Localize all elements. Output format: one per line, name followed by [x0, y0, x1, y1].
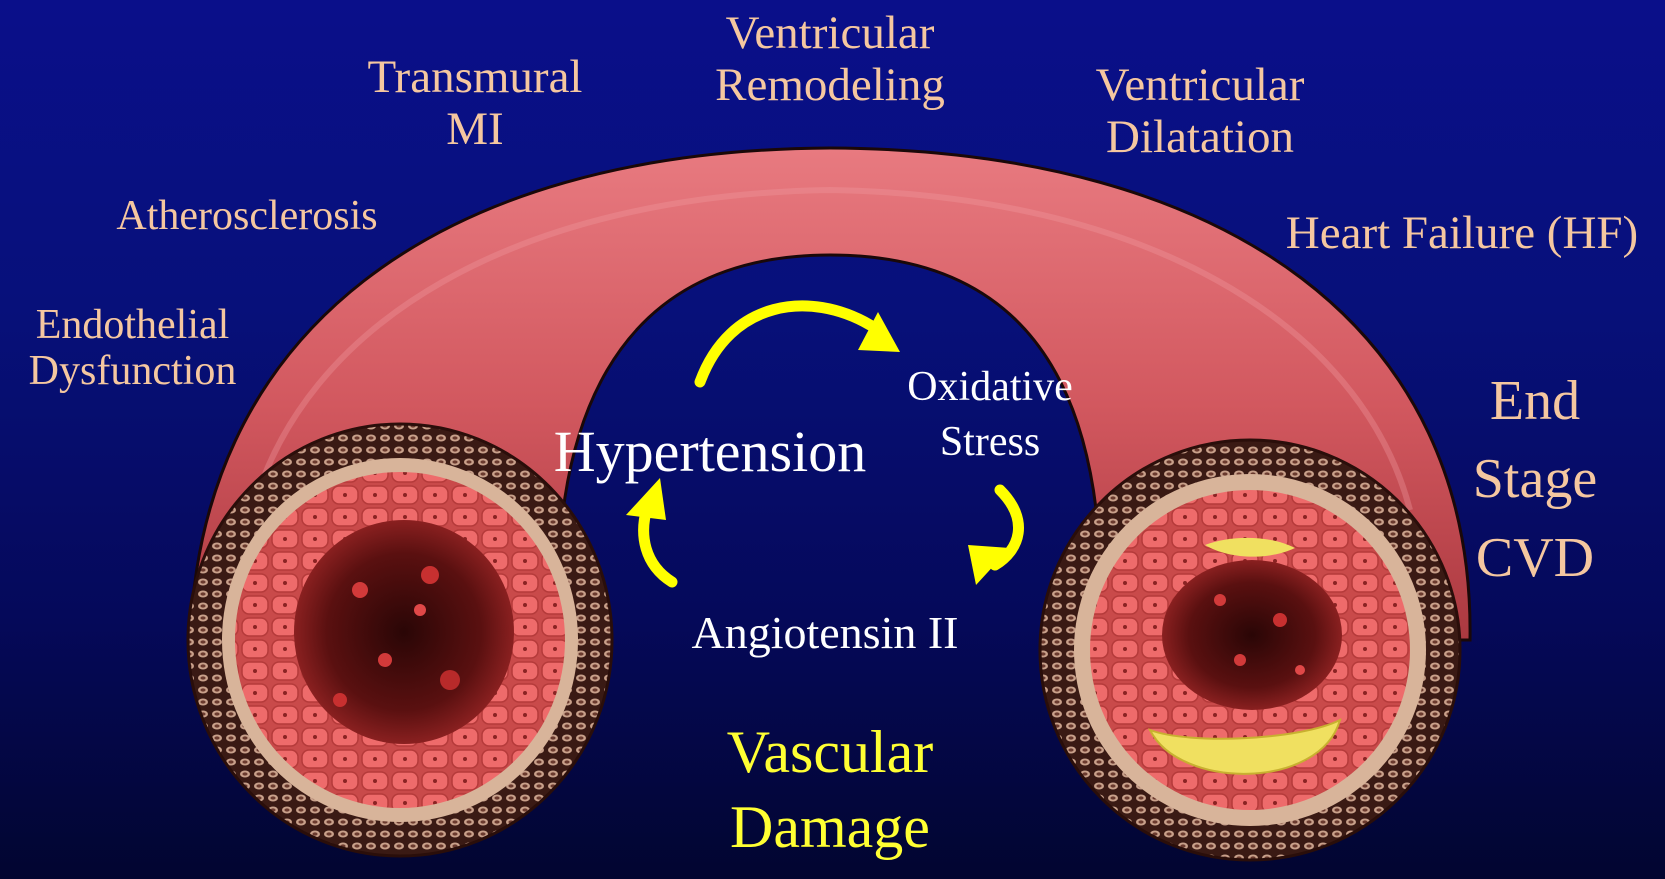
- oxidative-line-2: Stress: [880, 415, 1100, 470]
- label-heart-failure: Heart Failure (HF): [1262, 208, 1662, 260]
- right-vessel-cross-section: [1040, 440, 1460, 860]
- end-stage-line-1: End: [1450, 362, 1620, 440]
- oxidative-line-1: Oxidative: [880, 360, 1100, 415]
- endothelial-line-1: Endothelial: [10, 302, 255, 348]
- title-line-1: Vascular: [680, 715, 980, 790]
- dilatation-line-1: Ventricular: [1070, 60, 1330, 112]
- title-vascular-damage: Vascular Damage: [680, 715, 980, 865]
- label-hypertension: Hypertension: [535, 420, 885, 484]
- title-line-2: Damage: [680, 790, 980, 865]
- transmural-line-1: Transmural: [350, 52, 600, 104]
- label-endothelial-dysfunction: Endothelial Dysfunction: [10, 302, 255, 394]
- label-oxidative-stress: Oxidative Stress: [880, 360, 1100, 469]
- arrowhead-hypertension: [626, 478, 666, 520]
- transmural-line-2: MI: [350, 104, 600, 156]
- label-transmural-mi: Transmural MI: [350, 52, 600, 155]
- label-atherosclerosis: Atherosclerosis: [92, 193, 402, 239]
- label-angiotensin-ii: Angiotensin II: [660, 608, 990, 659]
- endothelial-line-2: Dysfunction: [10, 348, 255, 394]
- remodeling-line-2: Remodeling: [690, 60, 970, 112]
- left-vessel-cross-section: [188, 424, 612, 856]
- label-end-stage-cvd: End Stage CVD: [1450, 362, 1620, 597]
- end-stage-line-3: CVD: [1450, 519, 1620, 597]
- label-ventricular-dilatation: Ventricular Dilatation: [1070, 60, 1330, 163]
- end-stage-line-2: Stage: [1450, 440, 1620, 518]
- label-ventricular-remodeling: Ventricular Remodeling: [690, 8, 970, 111]
- dilatation-line-2: Dilatation: [1070, 112, 1330, 164]
- arrow-hypertension-to-oxidative: [700, 306, 870, 382]
- remodeling-line-1: Ventricular: [690, 8, 970, 60]
